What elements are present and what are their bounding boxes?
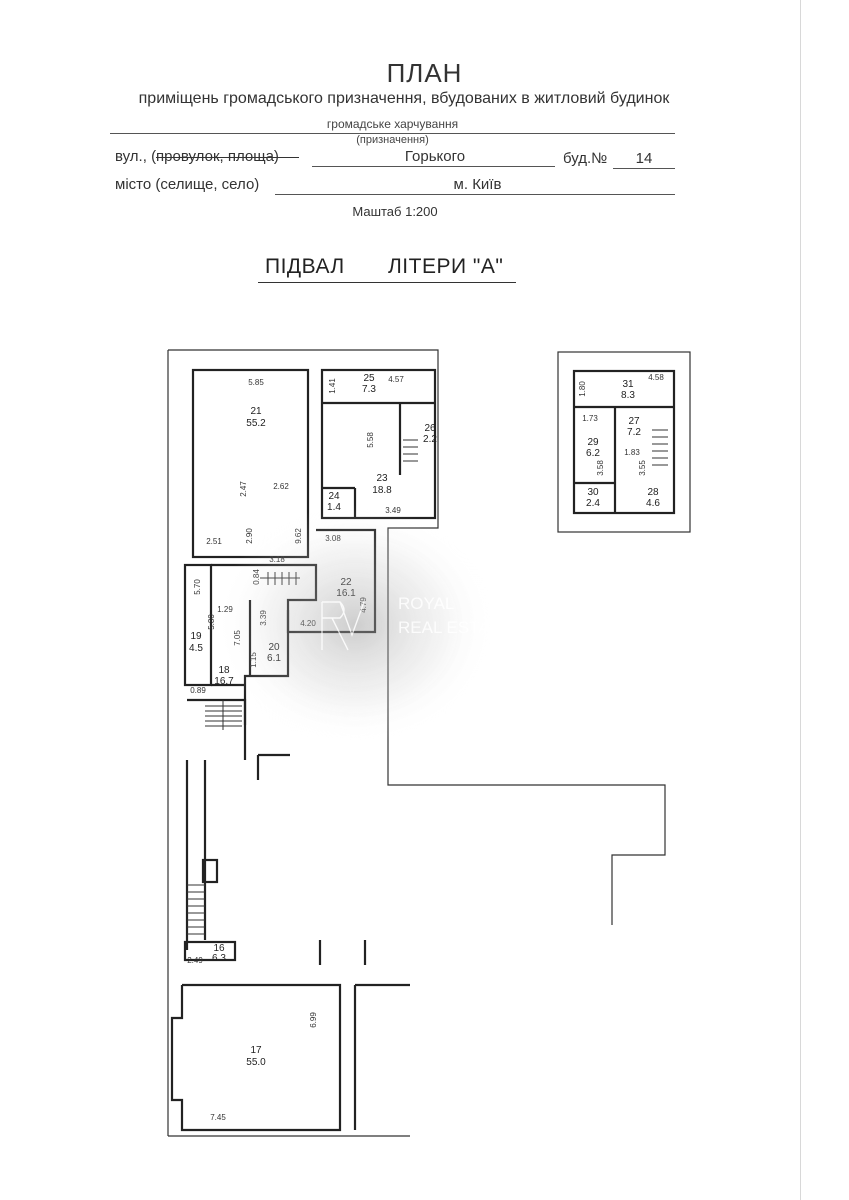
watermark-line1: ROYAL [398,594,454,613]
annex-interior [572,369,676,515]
room-23-number: 23 [376,473,388,484]
room-28-area: 4.6 [646,498,660,509]
room-27-number: 27 [628,416,640,427]
building-outline [168,349,666,925]
room-16-number: 16 [213,943,225,954]
dim-label: 3.55 [638,460,647,476]
watermark-logo-icon [321,601,365,651]
dim-label: 4.57 [388,375,404,384]
room-23-area: 18.8 [372,485,392,496]
scan-edge-line [800,0,801,1200]
room-27-area: 7.2 [627,427,641,438]
purpose-value: громадське харчування [326,117,459,131]
street-strikethrough [156,157,299,158]
street-label: вул., (провулок, площа) [115,148,279,165]
dim-label: 1.41 [328,378,337,394]
room-18-area: 16.7 [214,676,234,687]
building-value: 14 [635,150,653,167]
scale-text: Маштаб 1:200 [352,204,438,219]
stairs-annex [652,429,668,466]
street-underline [312,166,555,167]
room-31-area: 8.3 [621,390,635,401]
dim-label: 2.62 [273,482,289,491]
dim-label: 5.70 [193,579,202,595]
room-16-area: 6.3 [212,953,226,964]
room-30-area: 2.4 [586,498,600,509]
dim-label: 5.80 [207,614,216,630]
room-31-number: 31 [622,379,634,390]
room-18-number: 18 [218,665,230,676]
dim-label: 3.58 [596,460,605,476]
dim-label: 0.89 [190,686,206,695]
dim-label: 4.58 [648,373,664,382]
stairs-lobby [205,700,242,730]
purpose-caption: (призначення) [356,134,429,146]
room-21-number: 21 [250,406,262,417]
room-17-number: 17 [250,1045,262,1056]
room-17-area: 55.0 [246,1057,266,1068]
room-29-number: 29 [587,437,599,448]
dim-label: 2.47 [239,481,248,497]
room-30-number: 30 [587,487,599,498]
room-26-area: 2.2 [423,434,437,445]
dim-label: 6.99 [309,1012,318,1028]
dim-label: 1.83 [624,448,640,457]
dim-label: 2.49 [187,956,203,965]
room-19-area: 4.5 [189,643,203,654]
stairs-corridor [187,884,205,935]
annex-outline [557,351,691,533]
city-label: місто (селище, село) [115,176,260,193]
room-19-walls [183,563,213,687]
plan-title: ПЛАН [386,58,463,88]
room-19-number: 19 [190,631,202,642]
letter-heading: ЛІТЕРИ "А" [388,255,504,278]
room-17-walls [170,983,342,1132]
dim-label: 1.80 [578,381,587,397]
stairs-room-26 [403,439,418,462]
building-label: буд.№ [563,150,608,167]
room-16-walls [183,940,237,962]
dim-label: 1.73 [582,414,598,423]
room-25-number: 25 [363,373,375,384]
dim-label: 7.45 [210,1113,226,1122]
purpose-underline [110,133,675,134]
street-value: Горького [404,148,466,165]
room-25-area: 7.3 [362,384,376,395]
city-value: м. Київ [453,176,502,193]
dim-label: 2.51 [206,537,222,546]
floor-heading: ПІДВАЛ [265,255,345,278]
room-21-area: 55.2 [246,418,266,429]
plan-subtitle: приміщень громадського призначення, вбуд… [138,90,670,107]
room-24-number: 24 [328,491,340,502]
room-28-number: 28 [647,487,659,498]
heading-underline [258,282,516,283]
dim-label: 5.58 [366,432,375,448]
city-underline [275,194,675,195]
stair-lobby-walls [187,698,247,760]
watermark-line2: REAL ESTATE [398,618,510,637]
dim-label: 5.85 [248,378,264,387]
room-29-area: 6.2 [586,448,600,459]
column-box [201,858,219,884]
room-26-number: 26 [424,423,436,434]
dim-label: 2.90 [245,528,254,544]
watermark: ROYAL REAL ESTATE [215,505,510,745]
building-underline [613,168,675,169]
